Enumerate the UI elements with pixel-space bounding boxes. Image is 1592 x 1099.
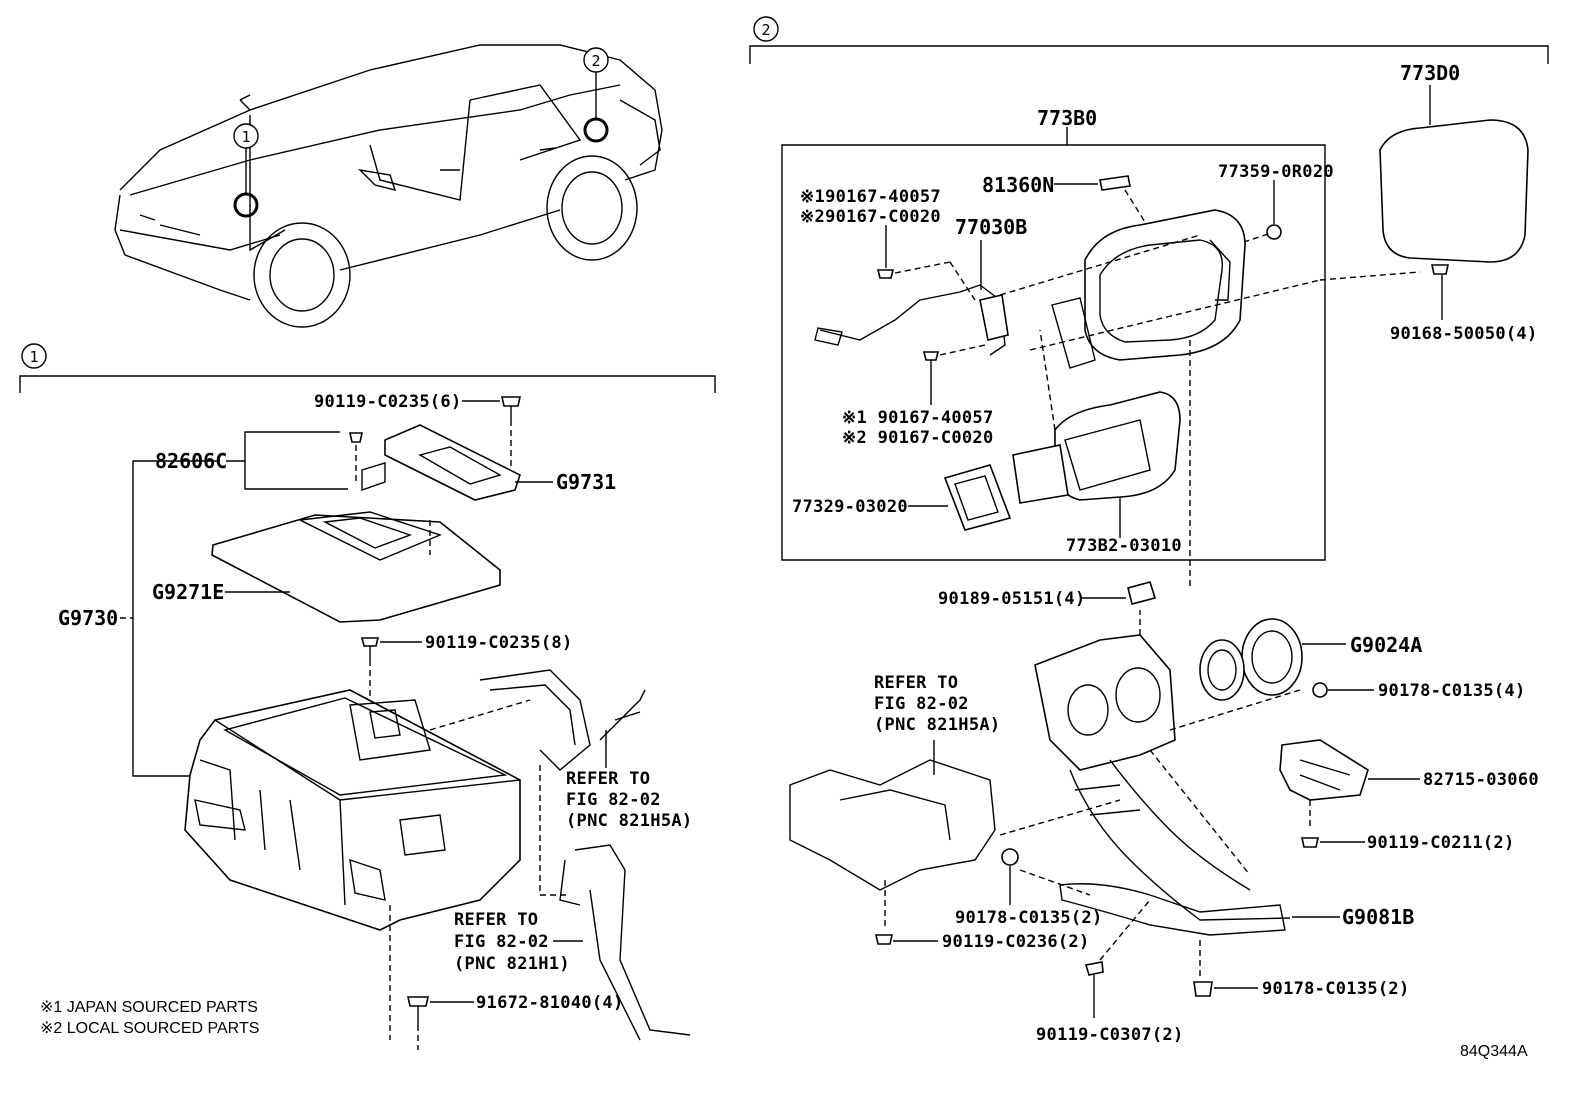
label-77030b: 77030B [955,215,1027,239]
bolt-icon [501,396,521,420]
refer-c-line1: REFER TO [874,673,958,693]
label-82606c: 82606C [155,449,227,473]
section-2-header: 2 [749,16,1549,64]
section-2-labels: 773D0 773B0 81360N 77359-0R020 ※190167-4… [792,61,1539,1045]
note-japan-sourced: ※1 JAPAN SOURCED PARTS [40,999,258,1016]
refer-a-line2: FIG 82-02 [566,790,661,810]
label-77329-03020: 77329-03020 [792,497,908,517]
label-90119-c0307-2: 90119-C0307(2) [1036,1025,1184,1045]
label-g9730: G9730 [58,606,118,630]
refer-c-line2: FIG 82-02 [874,694,969,714]
refer-a-line3: (PNC 821H5A) [566,811,692,831]
bolt-icon [360,637,380,660]
label-g9081b: G9081B [1342,905,1414,929]
refer-b-line1: REFER TO [454,910,538,930]
label-91672-81040-4-text: 91672-81040(4) [476,993,624,1013]
label-g9024a: G9024A [1350,633,1422,657]
label-773b2-03010: 773B2-03010 [1066,536,1182,556]
section-2-parts [781,85,1529,1018]
label-90178-c0135-2-bottom: 90178-C0135(2) [1262,979,1410,999]
label-82715-03060: 82715-03060 [1423,770,1539,790]
label-screw-b2: ※2 90167-C0020 [842,428,994,448]
label-screw-b1: ※1 90167-40057 [842,408,994,428]
bolt-icon [407,996,429,1025]
refer-a-line1: REFER TO [566,769,650,789]
label-773d0: 773D0 [1400,61,1460,85]
label-81360n: 81360N [982,173,1054,197]
label-90189-05151-4: 90189-05151(4) [938,589,1086,609]
label-90178-c0135-2-left: 90178-C0135(2) [955,908,1103,928]
label-90119-c0235-6: 90119-C0235(6) [314,392,462,412]
section-1-parts [120,396,691,1050]
label-screw-a2: ※290167-C0020 [800,207,941,227]
refer-c-line3: (PNC 821H5A) [874,715,1000,735]
figure-code: 84Q344A [1460,1043,1528,1060]
section-1-header: 1 [19,343,716,393]
label-773b0: 773B0 [1037,106,1097,130]
refer-b-line2: FIG 82-02 [454,932,549,952]
refer-b-line3: (PNC 821H1) [454,954,570,974]
label-90168-50050-4: 90168-50050(4) [1390,324,1538,344]
label-90119-c0236-2: 90119-C0236(2) [942,932,1090,952]
label-screw-a1: ※190167-40057 [800,187,941,207]
label-g9731: G9731 [556,470,616,494]
section-2-callout: 2 [761,21,770,39]
vehicle-illustration: 1 2 [114,44,663,328]
section-1-callout: 1 [29,348,38,366]
label-77359-0r020: 77359-0R020 [1218,162,1334,182]
section-1-labels: 90119-C0235(6) 82606C G9731 G9271E G9730… [40,392,692,1037]
label-90178-c0135-4: 90178-C0135(4) [1378,681,1526,701]
label-g9271e: G9271E [152,580,224,604]
label-90119-c0211-2: 90119-C0211(2) [1367,833,1515,853]
label-90119-c0235-8: 90119-C0235(8) [425,633,573,653]
note-local-sourced: ※2 LOCAL SOURCED PARTS [40,1020,259,1037]
callout-1-vehicle: 1 [241,128,250,146]
callout-2-vehicle: 2 [591,52,600,70]
